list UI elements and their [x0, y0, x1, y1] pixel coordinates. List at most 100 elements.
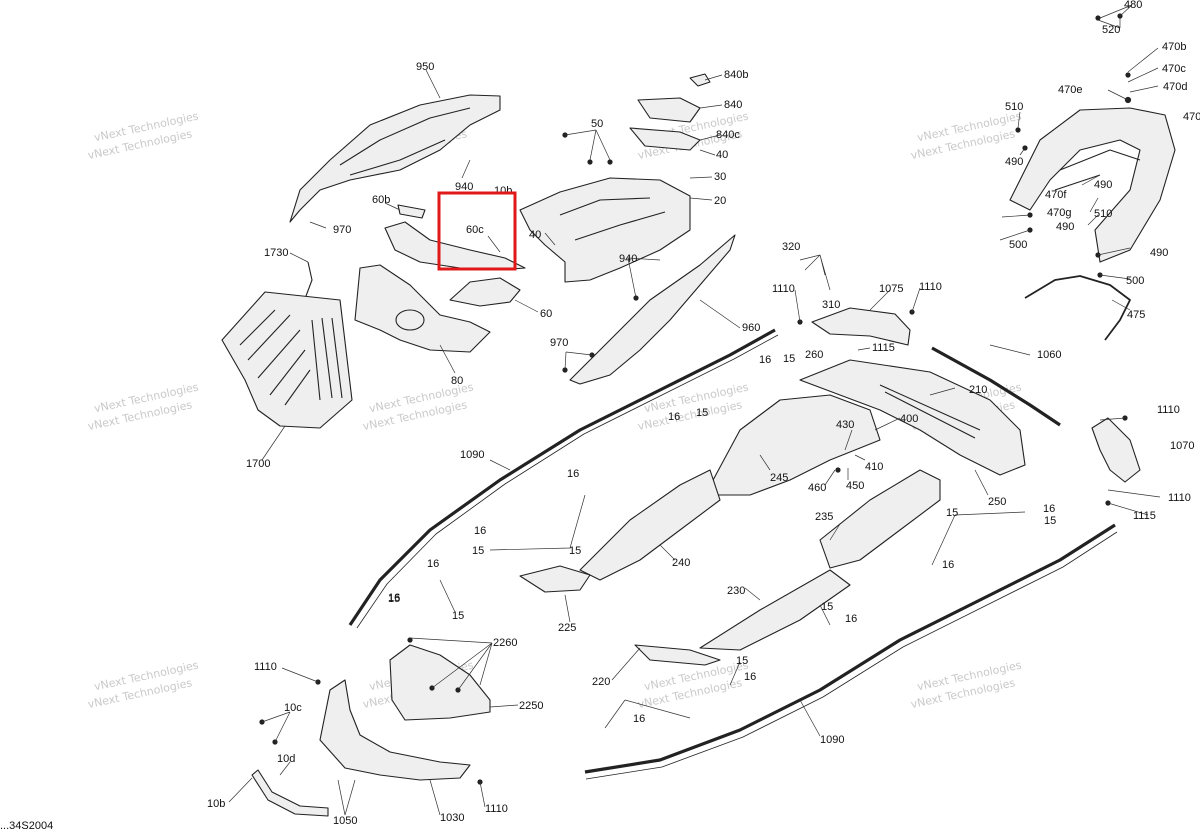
callout-label: 220	[592, 676, 610, 688]
part-1070	[1091, 417, 1141, 483]
callout-label: 1050	[333, 815, 357, 827]
part-20-detail	[559, 197, 666, 241]
screw-icon	[607, 159, 613, 165]
leader-line	[829, 511, 1026, 566]
leader-line	[564, 257, 741, 371]
part-60b	[397, 204, 426, 219]
callout-label: 225	[558, 622, 576, 634]
part-840b	[689, 73, 711, 87]
callout-label: 250	[988, 496, 1006, 508]
callout-label: 840c	[716, 129, 740, 141]
part-60	[449, 277, 521, 307]
part-950-detail	[339, 107, 471, 176]
callout-label: 40	[529, 229, 541, 241]
callout-label: 1090	[820, 734, 844, 746]
callout-label: 15	[696, 407, 708, 419]
callout-label: 16	[668, 411, 680, 423]
leader-lines	[228, 4, 1161, 816]
callout-label: 16	[1043, 503, 1055, 515]
callout-label: 1700	[246, 458, 270, 470]
leader-line	[1097, 4, 1133, 29]
highlight-box	[437, 191, 517, 271]
callout-label: 470d	[1163, 81, 1187, 93]
callout-label: 970	[550, 337, 568, 349]
leader-line	[337, 779, 486, 816]
callout-label: 490	[1056, 221, 1074, 233]
callout-label: 470	[1183, 111, 1200, 123]
callout-label: 16	[427, 558, 439, 570]
part-1090-lower	[584, 523, 1116, 774]
part-1090-lower-edge	[585, 531, 1118, 780]
leader-line	[564, 544, 676, 623]
part-1700-grooves	[239, 309, 343, 406]
part-245	[704, 394, 881, 496]
part-240	[579, 469, 721, 581]
screw-icon	[1125, 72, 1131, 78]
callout-label: 16	[474, 525, 486, 537]
callout-label: 1110	[485, 803, 508, 815]
callout-label: 16	[633, 713, 645, 725]
callout-label: 40	[716, 149, 728, 161]
leader-line	[1081, 174, 1101, 226]
part-1090-upper-edge	[356, 334, 779, 629]
callout-label: 16	[744, 671, 756, 683]
callout-label: 490	[1005, 156, 1023, 168]
watermark: vNext Technologies vNext Technologies	[910, 109, 1023, 162]
callout-label: 510	[1094, 208, 1112, 220]
leader-line	[874, 344, 1031, 431]
footer-code: ...34S2004	[0, 820, 53, 832]
leader-line	[309, 69, 471, 229]
leader-line	[1099, 417, 1161, 516]
hardware	[259, 13, 1132, 785]
part-1030	[319, 679, 471, 781]
leader-line	[799, 699, 821, 737]
callout-label: 16	[942, 559, 954, 571]
callout-label: 240	[672, 557, 690, 569]
part-840c	[629, 127, 701, 151]
leader-line	[289, 232, 556, 263]
watermark: vNext Technologies vNext Technologies	[910, 658, 1023, 711]
callout-label: 940	[455, 181, 473, 193]
part-235	[819, 469, 941, 569]
callout-label: 60	[540, 308, 552, 320]
screw-icon	[1095, 15, 1101, 21]
part-470-detail	[1054, 149, 1141, 191]
callout-label: 490	[1094, 179, 1112, 191]
callout-label: 50	[591, 118, 603, 130]
leader-line	[409, 637, 519, 708]
callout-label: 840	[724, 99, 742, 111]
callout-label: 1070	[1170, 440, 1194, 452]
callout-label: 960	[742, 322, 760, 334]
screw-icon	[407, 637, 413, 643]
leader-line	[261, 299, 539, 461]
callout-label: 520	[1102, 24, 1120, 36]
callout-label: 470g	[1047, 207, 1071, 219]
callout-label: 490	[1150, 247, 1168, 259]
leader-line	[604, 647, 741, 729]
part-840	[637, 97, 701, 123]
part-1060	[931, 346, 1061, 427]
leader-line	[439, 459, 586, 613]
callout-label: 16	[759, 354, 771, 366]
leader-line	[1107, 47, 1159, 101]
callout-labels: 480520470b470c470d470e470510490490470f51…	[207, 0, 1200, 827]
leader-line	[794, 287, 921, 351]
leader-line	[799, 254, 831, 291]
part-drawings	[221, 73, 1176, 817]
callout-label: 15	[783, 353, 795, 365]
callout-label: 1110	[254, 661, 277, 673]
callout-label: 1110	[772, 283, 795, 295]
callout-label: 10b	[494, 185, 512, 197]
part-230	[699, 569, 851, 651]
callout-label: 1030	[440, 812, 464, 824]
callout-label: 320	[782, 241, 800, 253]
watermark: vNext Technologies vNext Technologies	[87, 658, 200, 711]
callout-label: 15	[388, 593, 400, 605]
part-2250	[389, 644, 491, 721]
callout-label: 10c	[284, 702, 302, 714]
leader-line	[999, 214, 1131, 280]
callout-label: 30	[714, 171, 726, 183]
leader-line	[564, 129, 713, 201]
